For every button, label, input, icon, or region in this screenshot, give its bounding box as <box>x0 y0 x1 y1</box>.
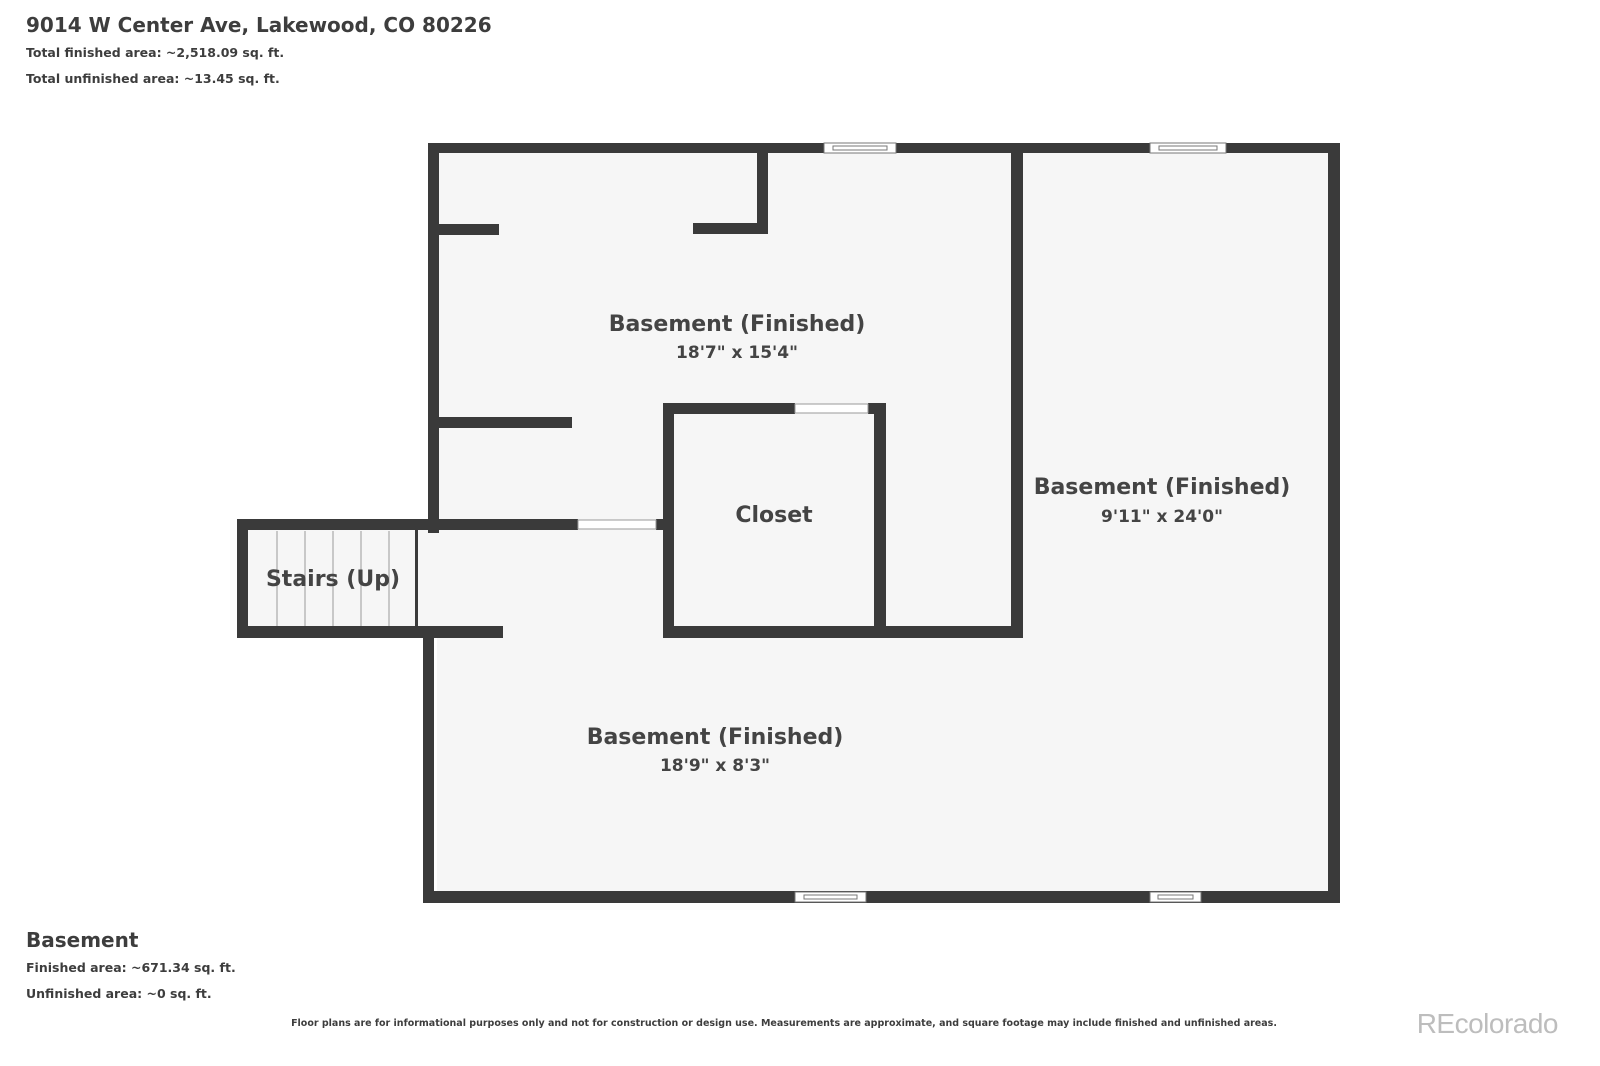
floor-finished-area: Finished area: ~671.34 sq. ft. <box>26 960 236 975</box>
room-basement-top: Basement (Finished) 18'7" x 15'4" <box>609 312 866 363</box>
total-finished-area: Total finished area: ~2,518.09 sq. ft. <box>26 45 285 60</box>
window-top-right <box>1149 142 1227 154</box>
floor-unfinished-area: Unfinished area: ~0 sq. ft. <box>26 986 212 1001</box>
window-bottom-right <box>1149 891 1202 903</box>
room-dimensions: 9'11" x 24'0" <box>1101 507 1223 527</box>
room-closet: Closet <box>735 503 813 528</box>
room-name: Basement (Finished) <box>609 312 866 337</box>
floor-name: Basement <box>26 928 139 952</box>
room-name: Closet <box>735 503 813 528</box>
room-dimensions: 18'7" x 15'4" <box>676 343 798 363</box>
room-stairs: Stairs (Up) <box>266 567 400 592</box>
room-name: Basement (Finished) <box>587 725 844 750</box>
watermark-logo: REcolorado <box>1416 1008 1559 1039</box>
room-dimensions: 18'9" x 8'3" <box>660 756 770 776</box>
window-bottom-left <box>794 891 867 903</box>
room-name: Basement (Finished) <box>1034 475 1291 500</box>
total-unfinished-area: Total unfinished area: ~13.45 sq. ft. <box>26 71 280 86</box>
windows <box>794 142 1227 903</box>
door-openings <box>577 403 869 530</box>
disclaimer-text: Floor plans are for informational purpos… <box>291 1018 1277 1029</box>
window-top-left <box>823 142 897 154</box>
room-name: Stairs (Up) <box>266 567 400 592</box>
address-title: 9014 W Center Ave, Lakewood, CO 80226 <box>26 13 492 37</box>
room-basement-bottom: Basement (Finished) 18'9" x 8'3" <box>587 725 844 776</box>
room-basement-right: Basement (Finished) 9'11" x 24'0" <box>1034 475 1291 527</box>
stair-treads <box>276 531 390 627</box>
